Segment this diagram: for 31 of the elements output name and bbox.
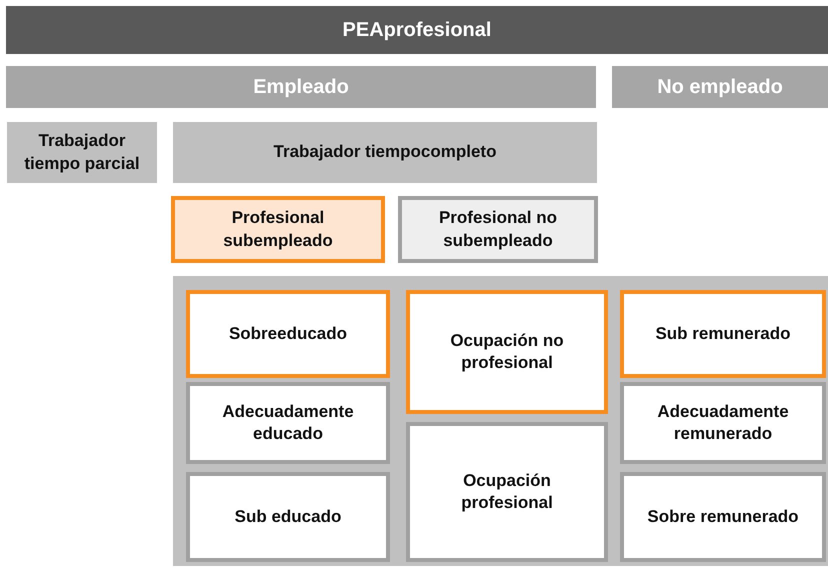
box-label: Profesional subempleado xyxy=(222,207,334,252)
box-label: Adecuadamente educado xyxy=(221,400,355,445)
box-label: Empleado xyxy=(253,75,349,100)
highlighted-box xyxy=(406,290,608,414)
category-box xyxy=(173,122,597,183)
box-label: PEAprofesional xyxy=(342,18,492,43)
box-label: Sub educado xyxy=(234,506,342,528)
box-label: Trabajador tiempo parcial xyxy=(23,130,141,174)
category-box xyxy=(186,472,390,562)
box-label: Sobre remunerado xyxy=(647,506,799,528)
category-box xyxy=(7,122,157,183)
highlighted-box xyxy=(171,196,385,263)
highlighted-box xyxy=(186,290,390,378)
category-box xyxy=(398,196,598,263)
category-bar xyxy=(6,66,596,108)
box-label: Adecuadamente remunerado xyxy=(656,400,790,445)
box-label: Profesional no subempleado xyxy=(438,207,558,252)
box-label: No empleado xyxy=(657,75,783,100)
header-bar xyxy=(6,6,828,54)
box-label: Sobreeducado xyxy=(228,322,348,345)
highlighted-box xyxy=(620,290,826,378)
category-box xyxy=(406,422,608,562)
box-label: Ocupación profesional xyxy=(460,470,554,514)
category-box xyxy=(186,382,390,464)
group-panel xyxy=(173,276,828,566)
box-label: Ocupación no profesional xyxy=(449,330,565,374)
box-label: Sub remunerado xyxy=(655,322,791,345)
category-box xyxy=(620,472,826,562)
category-bar xyxy=(612,66,828,108)
box-label: Trabajador tiempocompleto xyxy=(274,141,496,164)
category-box xyxy=(620,382,826,464)
